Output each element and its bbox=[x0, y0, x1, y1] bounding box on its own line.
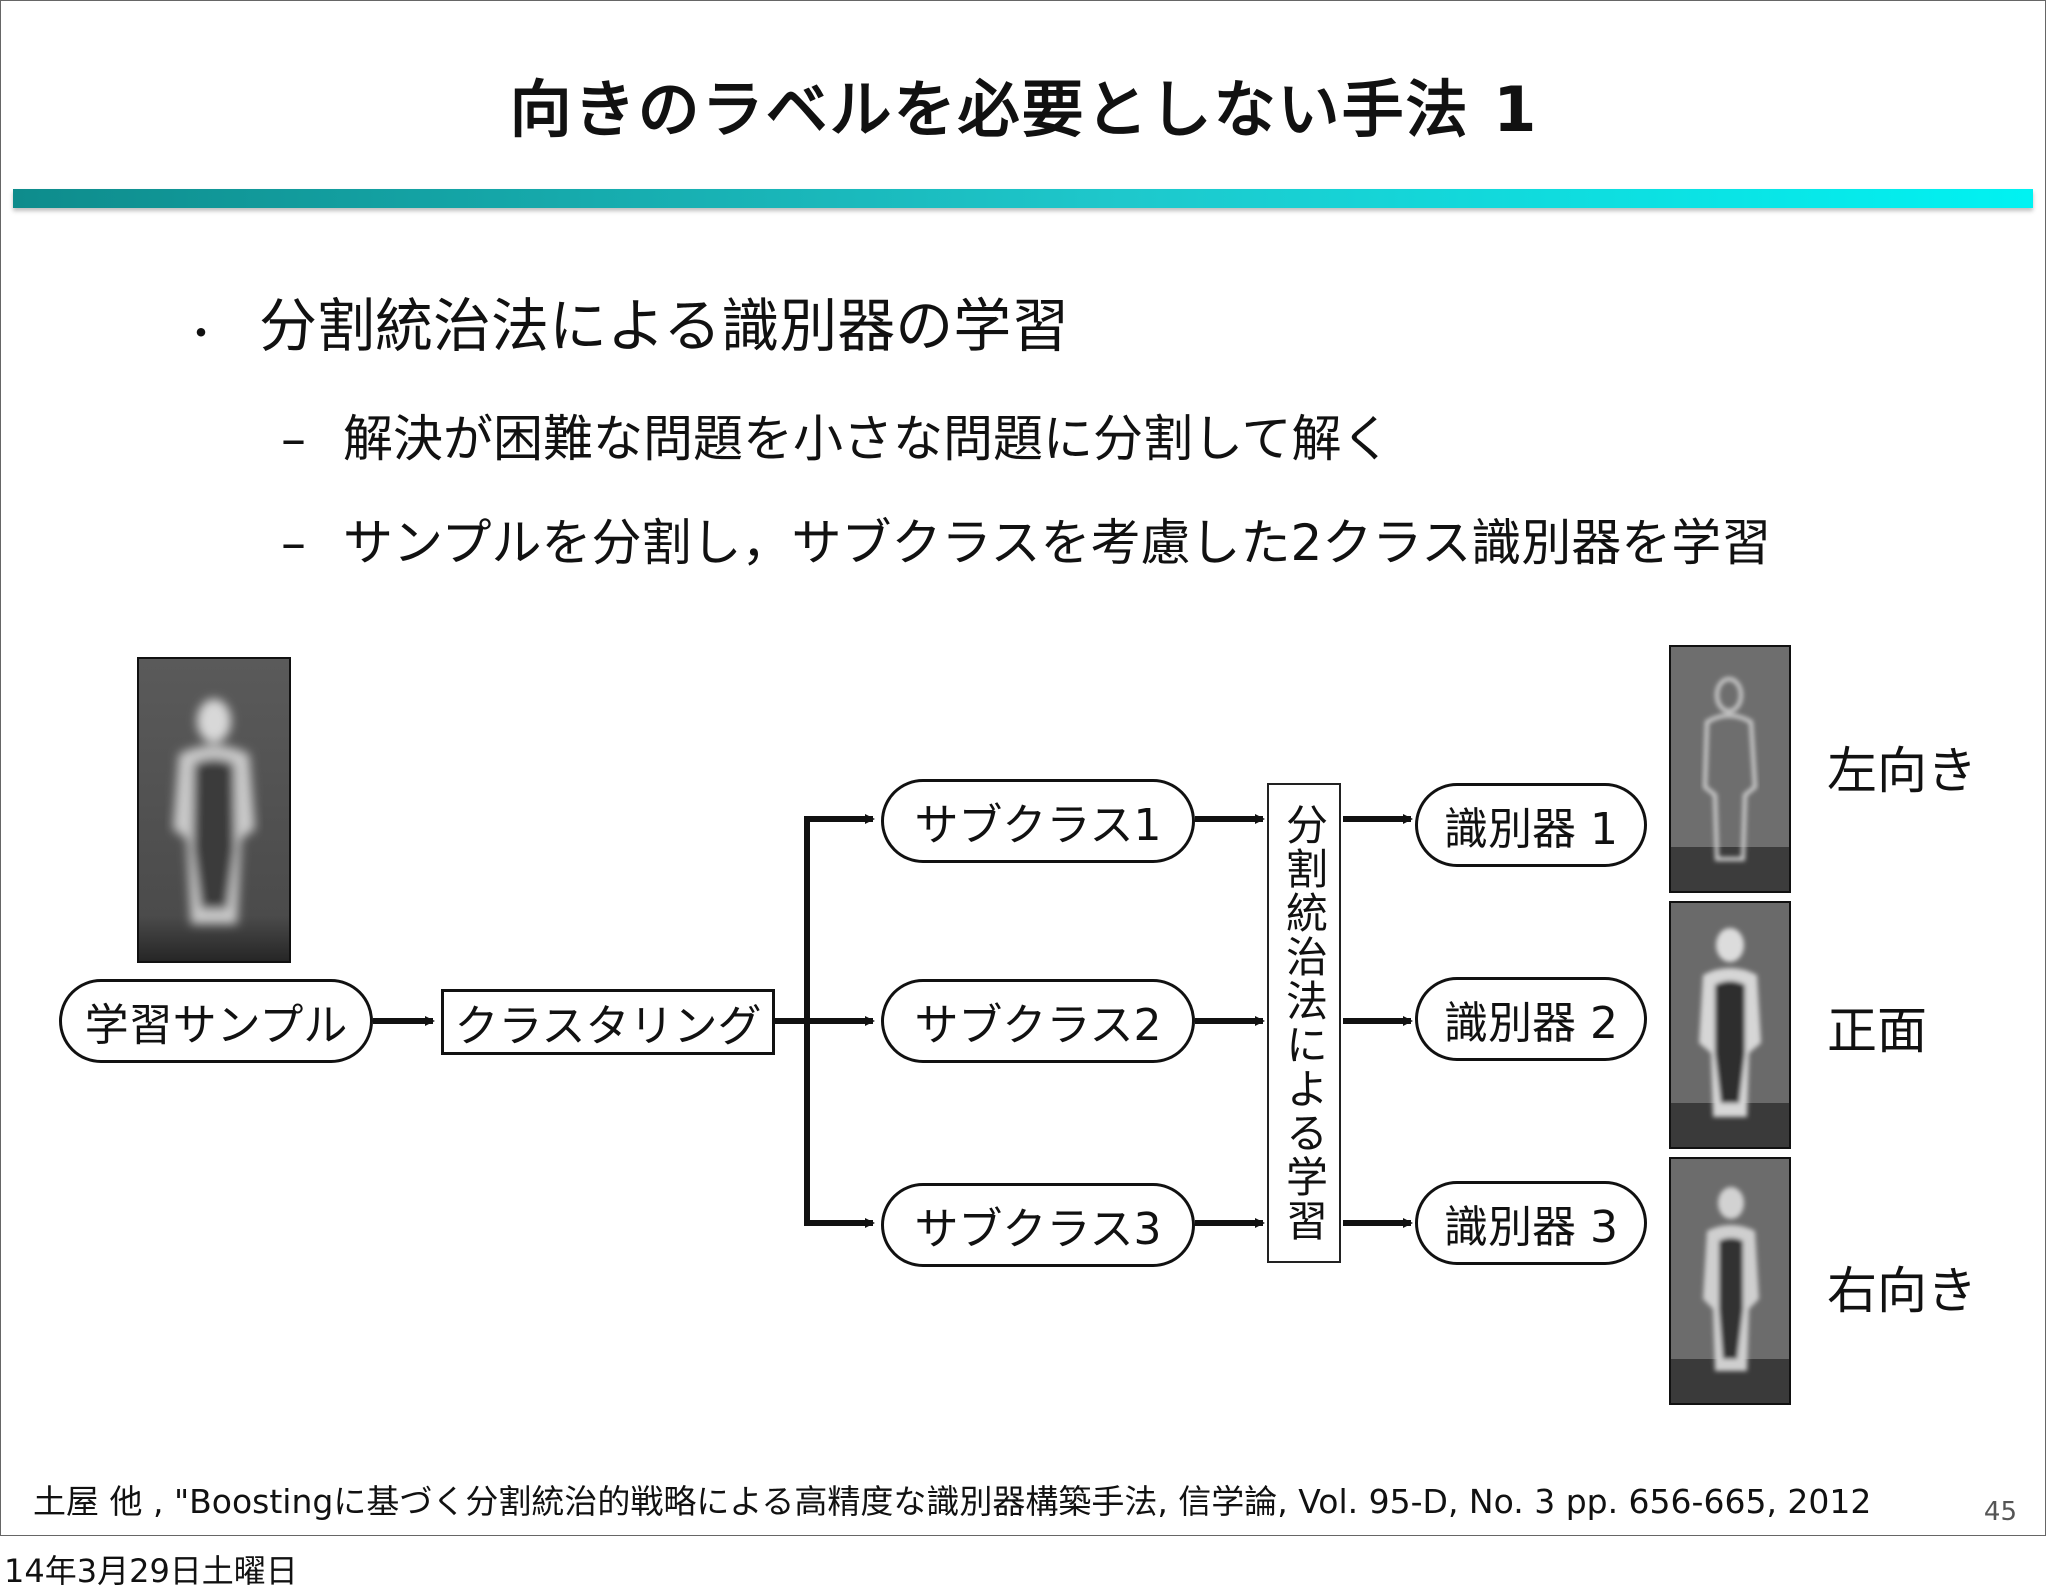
bullet-marker: ・ bbox=[181, 310, 221, 357]
sub-bullet-1-text: 解決が困難な問題を小さな問題に分割して解く bbox=[343, 410, 1392, 468]
sub-bullet-2-text: サンプルを分割し，サブクラスを考慮した2クラス識別器を学習 bbox=[343, 514, 1772, 572]
title-underline-bar bbox=[13, 189, 2033, 208]
main-bullet: ・分割統治法による識別器の学習 bbox=[181, 279, 1069, 363]
classifier-2-visualization-image bbox=[1669, 901, 1791, 1149]
learning-sample-box: 学習サンプル bbox=[59, 979, 373, 1063]
learning-sample-label: 学習サンプル bbox=[84, 1000, 348, 1051]
pedestrian-edge-icon bbox=[1671, 1159, 1789, 1403]
sub-bullet-1: –解決が困難な問題を小さな問題に分割して解く bbox=[281, 399, 1392, 471]
orientation-left-label: 左向き bbox=[1827, 742, 1977, 800]
divide-and-conquer-label: 分割統治法による学習 bbox=[1279, 803, 1329, 1243]
learning-sample-average-image bbox=[137, 657, 291, 963]
main-bullet-text: 分割統治法による識別器の学習 bbox=[259, 292, 1070, 360]
subclass-2-box: サブクラス2 bbox=[881, 979, 1195, 1063]
pedestrian-edge-icon bbox=[1671, 647, 1789, 891]
sub-bullet-marker: – bbox=[281, 514, 306, 572]
sub-bullet-2: –サンプルを分割し，サブクラスを考慮した2クラス識別器を学習 bbox=[281, 503, 1771, 575]
orientation-right-label: 右向き bbox=[1827, 1262, 1977, 1320]
page-number: 45 bbox=[1983, 1497, 2017, 1527]
subclass-3-label: サブクラス3 bbox=[914, 1204, 1162, 1255]
classifier-1-box: 識別器 1 bbox=[1415, 783, 1647, 867]
classifier-3-visualization-image bbox=[1669, 1157, 1791, 1405]
orientation-front-label: 正面 bbox=[1827, 1002, 1927, 1060]
classifier-3-label: 識別器 3 bbox=[1444, 1202, 1618, 1253]
flow-arrows bbox=[373, 814, 1413, 1228]
classifier-2-box: 識別器 2 bbox=[1415, 977, 1647, 1061]
citation: 土屋 他 , "Boostingに基づく分割統治的戦略による高精度な識別器構築手… bbox=[33, 1482, 1872, 1521]
classifier-2-label: 識別器 2 bbox=[1444, 998, 1618, 1049]
pedestrian-silhouette-icon bbox=[139, 659, 289, 961]
subclass-1-box: サブクラス1 bbox=[881, 779, 1195, 863]
classifier-1-label: 識別器 1 bbox=[1444, 804, 1618, 855]
sub-bullet-marker: – bbox=[281, 410, 306, 468]
clustering-label: クラスタリング bbox=[454, 1001, 762, 1052]
classifier-1-visualization-image bbox=[1669, 645, 1791, 893]
classifier-3-box: 識別器 3 bbox=[1415, 1181, 1647, 1265]
date-stamp: 14年3月29日土曜日 bbox=[4, 1552, 298, 1590]
slide-title: 向きのラベルを必要としない手法 1 bbox=[509, 73, 1539, 146]
pedestrian-edge-icon bbox=[1671, 903, 1789, 1147]
divide-and-conquer-learning-box: 分割統治法による学習 bbox=[1267, 783, 1341, 1263]
subclass-3-box: サブクラス3 bbox=[881, 1183, 1195, 1267]
subclass-1-label: サブクラス1 bbox=[914, 800, 1162, 851]
clustering-box: クラスタリング bbox=[441, 989, 775, 1055]
subclass-2-label: サブクラス2 bbox=[914, 1000, 1162, 1051]
slide: 向きのラベルを必要としない手法 1 ・分割統治法による識別器の学習 –解決が困難… bbox=[0, 0, 2046, 1536]
